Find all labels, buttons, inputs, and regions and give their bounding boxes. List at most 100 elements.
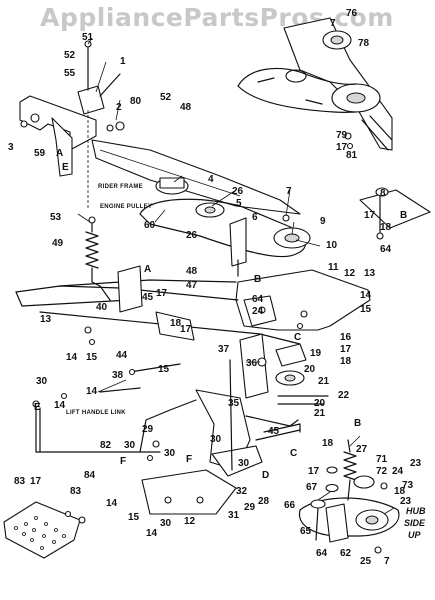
callout-2: 2	[116, 102, 122, 113]
callout-7: 7	[384, 556, 390, 567]
callout-17: 17	[180, 324, 192, 335]
callout-14: 14	[106, 498, 118, 509]
callout-36: 36	[246, 358, 258, 369]
callout-15: 15	[86, 352, 98, 363]
callout-7: 7	[330, 18, 336, 29]
callout-17: 17	[30, 476, 42, 487]
callout-64: 64	[380, 244, 392, 255]
idler-arm-assembly	[99, 333, 329, 405]
callout-9: 9	[320, 216, 326, 227]
callout-19: 19	[310, 348, 322, 359]
caption-rider-frame: RIDER FRAME	[98, 184, 143, 190]
callout-30: 30	[238, 458, 250, 469]
callout-82: 82	[100, 440, 112, 451]
callout-23: 23	[410, 458, 422, 469]
callout-17: 17	[308, 466, 320, 477]
mounting-plate	[15, 265, 371, 346]
callout-1: 1	[120, 56, 126, 67]
letter-f: F	[186, 454, 192, 465]
callout-40: 40	[96, 302, 108, 313]
callout-45: 45	[142, 292, 154, 303]
callout-66: 66	[284, 500, 296, 511]
callout-84: 84	[84, 470, 96, 481]
callout-62: 62	[340, 548, 352, 559]
callout-7: 7	[286, 186, 292, 197]
callout-29: 29	[142, 424, 154, 435]
right-small-bracket	[359, 187, 431, 240]
callout-32: 32	[236, 486, 248, 497]
callout-28: 28	[258, 496, 270, 507]
caption-lift-handle-link: LIFT HANDLE LINK	[66, 410, 126, 416]
letter-a: A	[144, 264, 151, 275]
lift-handle-link	[32, 392, 161, 453]
callout-64: 64	[252, 294, 264, 305]
callout-59: 59	[34, 148, 46, 159]
caption-up: UP	[408, 530, 421, 540]
letter-b: B	[254, 274, 261, 285]
callout-6: 6	[252, 212, 258, 223]
callout-20: 20	[314, 398, 326, 409]
callout-83: 83	[14, 476, 26, 487]
callout-44: 44	[116, 350, 128, 361]
callout-labels: 76 7 78 79 17 81 51 52 55 1 2 80 52 48 3…	[8, 8, 422, 567]
callout-55: 55	[64, 68, 76, 79]
watermark-text: AppliancePartsPros.com	[40, 3, 394, 32]
callout-48: 48	[186, 266, 198, 277]
letter-b: B	[354, 418, 361, 429]
callout-51: 51	[82, 32, 94, 43]
callout-17: 17	[364, 210, 376, 221]
callout-65: 65	[300, 526, 312, 537]
callout-14: 14	[146, 528, 158, 539]
callout-8: 8	[380, 188, 386, 199]
letter-c: C	[294, 332, 301, 343]
callout-17: 17	[340, 344, 352, 355]
letter-f: F	[120, 456, 126, 467]
callout-72: 72	[376, 466, 388, 477]
callout-14: 14	[54, 400, 66, 411]
letter-e: E	[62, 162, 69, 173]
callout-78: 78	[358, 38, 370, 49]
callout-13: 13	[40, 314, 52, 325]
callout-25: 25	[360, 556, 372, 567]
footrest-plate	[3, 501, 86, 559]
callout-16: 16	[340, 332, 352, 343]
callout-67: 67	[306, 482, 318, 493]
callout-38: 38	[112, 370, 124, 381]
callout-11: 11	[328, 262, 339, 273]
callout-17: 17	[156, 288, 168, 299]
callout-21: 21	[314, 408, 326, 419]
callout-49: 49	[52, 238, 64, 249]
callout-15: 15	[360, 304, 372, 315]
callout-3: 3	[8, 142, 14, 153]
callout-23: 23	[400, 496, 412, 507]
callout-30: 30	[210, 434, 222, 445]
callout-14: 14	[86, 386, 98, 397]
callout-18: 18	[340, 356, 352, 367]
letter-a: A	[56, 148, 63, 159]
callout-15: 15	[128, 512, 140, 523]
callout-30: 30	[160, 518, 172, 529]
captions: RIDER FRAME ENGINE PULLEY LIFT HANDLE LI…	[66, 184, 426, 540]
callout-30: 30	[124, 440, 136, 451]
spring-49	[85, 216, 101, 287]
callout-79: 79	[336, 130, 348, 141]
callout-10: 10	[326, 240, 338, 251]
callout-48: 48	[180, 102, 192, 113]
callout-18: 18	[380, 222, 392, 233]
callout-26: 26	[186, 230, 198, 241]
callout-14: 14	[66, 352, 78, 363]
frame-bracket	[19, 40, 301, 215]
callout-18: 18	[170, 318, 182, 329]
callout-24: 24	[392, 466, 404, 477]
callout-20: 20	[304, 364, 316, 375]
callout-17: 17	[336, 142, 348, 153]
callout-73: 73	[402, 480, 414, 491]
letter-d: D	[262, 470, 269, 481]
engine-pulley-belt	[139, 177, 311, 277]
callout-15: 15	[158, 364, 170, 375]
caption-engine-pulley: ENGINE PULLEY	[100, 204, 152, 210]
callout-27: 27	[356, 444, 368, 455]
callout-81: 81	[346, 150, 358, 161]
callout-24: 24	[252, 306, 264, 317]
